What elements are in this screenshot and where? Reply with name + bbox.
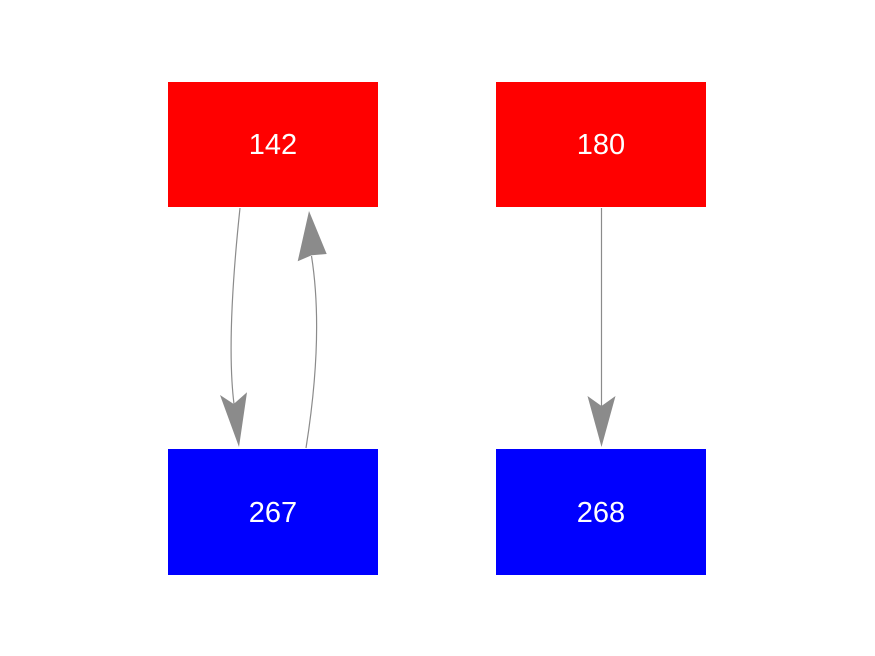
arrowhead-down-icon [587, 396, 616, 447]
node-180-label: 180 [577, 129, 625, 161]
node-268-box [496, 449, 706, 575]
arrowhead-up-icon [297, 211, 327, 262]
edge-267-to-142-line [305, 255, 318, 449]
node-268-label: 268 [577, 497, 625, 529]
edge-142-to-267-line [230, 207, 241, 405]
node-142: 142 [168, 82, 378, 207]
node-267-box [168, 449, 378, 575]
node-142-label: 142 [249, 129, 297, 161]
node-180-box [496, 82, 706, 207]
arrowhead-down-icon [220, 392, 247, 447]
node-180: 180 [496, 82, 706, 207]
edge-180-to-268 [587, 208, 616, 447]
node-267-label: 267 [249, 497, 297, 529]
node-142-box [168, 82, 378, 207]
node-268: 268 [496, 449, 706, 575]
edge-142-to-267 [220, 207, 247, 447]
edge-267-to-142 [297, 211, 327, 449]
node-267: 267 [168, 449, 378, 575]
